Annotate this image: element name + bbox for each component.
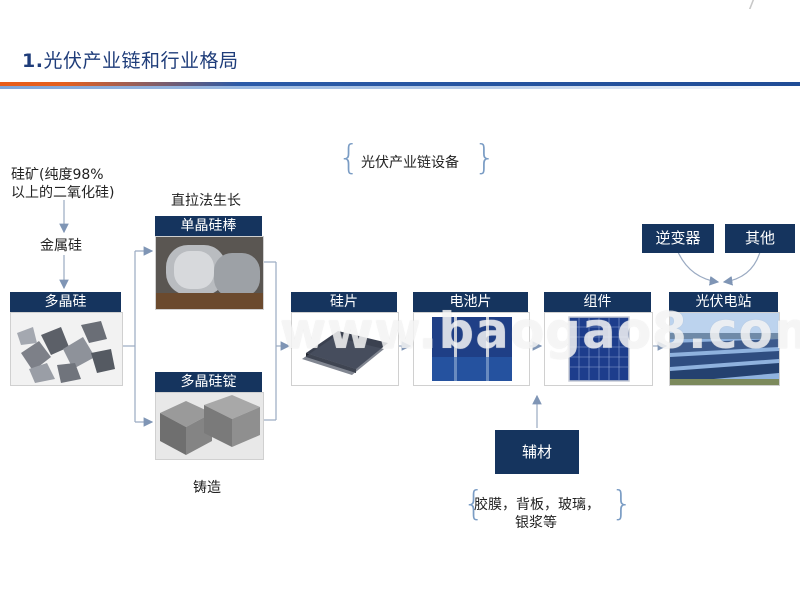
wafer-stack-icon [302, 331, 388, 375]
aux-desc-line2: 银浆等 [515, 515, 557, 531]
pv-station-image [669, 312, 780, 386]
cell-image [413, 312, 530, 386]
title-text: 光伏产业链和行业格局 [43, 50, 239, 72]
mono-ingot-image [155, 236, 264, 310]
page-title: 1.光伏产业链和行业格局 [22, 46, 238, 73]
title-divider-light [0, 86, 800, 89]
raw-ore-label-line2: 以上的二氧化硅) [11, 185, 115, 201]
polysilicon-image [10, 312, 123, 386]
raw-ore-label-line1: 硅矿(纯度98% [11, 167, 104, 183]
module-image [544, 312, 653, 386]
polysilicon-chunks-icon [17, 321, 115, 383]
arrow-inverter-to-station [677, 251, 720, 286]
aux-brace-left: { [463, 484, 485, 524]
mono-ingot-cylinders-icon [156, 237, 263, 309]
metal-silicon-label: 金属硅 [40, 238, 82, 254]
others-box: 其他 [725, 224, 795, 253]
wafer-header: 硅片 [291, 292, 397, 312]
page-number: 7 [746, 0, 757, 13]
wafer-image [291, 312, 399, 386]
pv-station-header: 光伏电站 [669, 292, 778, 312]
cell-header: 电池片 [413, 292, 528, 312]
title-divider [0, 82, 800, 86]
multi-ingot-image [155, 392, 264, 460]
multi-ingot-header: 多晶硅锭 [155, 372, 262, 392]
czochralski-label: 直拉法生长 [171, 193, 241, 209]
aux-brace-right: } [611, 484, 633, 524]
aux-desc-line1: 胶膜，背板，玻璃， [474, 497, 600, 513]
solar-cell-icon [432, 317, 512, 381]
equipment-brace-right: } [474, 138, 496, 178]
equipment-brace-left: { [338, 138, 360, 178]
mono-ingot-header: 单晶硅棒 [155, 216, 262, 236]
multi-ingot-blocks-icon [160, 395, 260, 455]
title-number: 1. [22, 50, 44, 72]
solar-farm-icon [670, 313, 779, 385]
equipment-label: 光伏产业链设备 [361, 155, 459, 171]
arrow-others-to-station [722, 251, 761, 286]
watermark: www.baogao8.com [280, 302, 800, 360]
solar-module-icon [568, 316, 630, 382]
inverter-box: 逆变器 [642, 224, 714, 253]
aux-materials-box: 辅材 [495, 430, 579, 474]
polysilicon-header: 多晶硅 [10, 292, 121, 312]
module-header: 组件 [544, 292, 651, 312]
casting-label: 铸造 [193, 480, 221, 496]
